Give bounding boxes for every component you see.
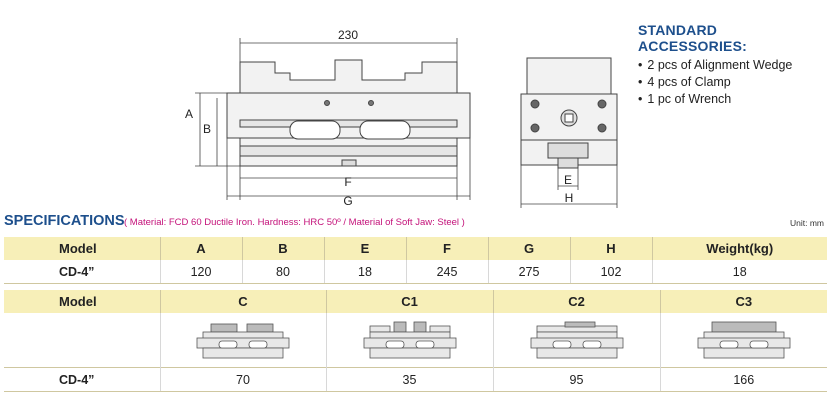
- table-cell: 35: [326, 367, 494, 392]
- dim-230-label: 230: [338, 28, 358, 42]
- table-cell: 245: [406, 260, 489, 284]
- material-note: ( Material: FCD 60 Ductile Iron. Hardnes…: [124, 217, 465, 228]
- accessory-item: 4 pcs of Clamp: [638, 74, 828, 91]
- specifications-header: SPECIFICATIONS ( Material: FCD 60 Ductil…: [4, 213, 828, 233]
- header-cell: C2: [493, 290, 661, 313]
- jaw-config-c2-drawing: [530, 321, 623, 358]
- jaw-config-c1-cell: [326, 313, 494, 368]
- side-view-drawing: [520, 57, 618, 169]
- jaw-config-c3-cell: [660, 313, 827, 368]
- jaw-opening-table: Model C C1 C2 C3: [4, 290, 827, 392]
- header-cell: Weight(kg): [652, 237, 827, 260]
- jaw-config-c-cell: [160, 313, 327, 368]
- jaw-configuration-row: [4, 313, 827, 368]
- table-header-row: Model A B E F G H Weight(kg): [4, 237, 827, 260]
- table-cell: 120: [160, 260, 243, 284]
- table-cell: CD-4”: [4, 367, 161, 392]
- table-cell: 275: [488, 260, 571, 284]
- dim-b-label: B: [203, 122, 211, 136]
- table-row: CD-4” 120 80 18 245 275 102 18: [4, 260, 827, 284]
- jaw-config-c-drawing: [196, 323, 290, 358]
- header-cell: H: [570, 237, 653, 260]
- jaw-config-c1-drawing: [363, 321, 456, 358]
- accessories-list: 2 pcs of Alignment Wedge 4 pcs of Clamp …: [638, 57, 828, 108]
- header-cell: E: [324, 237, 407, 260]
- table-cell: CD-4”: [4, 260, 161, 284]
- header-cell: C: [160, 290, 327, 313]
- dim-e-label: E: [564, 173, 572, 187]
- header-cell: G: [488, 237, 571, 260]
- front-view-drawing: [226, 59, 471, 167]
- dim-f-label: F: [344, 175, 351, 189]
- table-cell: 80: [242, 260, 325, 284]
- dim-g-label: G: [343, 194, 352, 208]
- table-header-row: Model C C1 C2 C3: [4, 290, 827, 313]
- specifications-table: Model A B E F G H Weight(kg) CD-4” 120 8…: [4, 237, 827, 284]
- technical-drawing: 230 A B F G E H: [185, 28, 618, 208]
- accessories-title: STANDARD ACCESSORIES:: [638, 22, 747, 54]
- header-cell: F: [406, 237, 489, 260]
- empty-cell: [4, 313, 161, 368]
- table-cell: 70: [160, 367, 327, 392]
- header-cell: A: [160, 237, 243, 260]
- header-cell: C3: [660, 290, 827, 313]
- header-cell: Model: [4, 237, 161, 260]
- table-cell: 18: [652, 260, 827, 284]
- jaw-config-c3-drawing: [697, 321, 791, 358]
- jaw-config-c2-cell: [493, 313, 661, 368]
- standard-accessories: STANDARD ACCESSORIES: 2 pcs of Alignment…: [638, 22, 828, 108]
- accessory-item: 1 pc of Wrench: [638, 91, 828, 108]
- table-row: CD-4” 70 35 95 166: [4, 367, 827, 392]
- accessory-item: 2 pcs of Alignment Wedge: [638, 57, 828, 74]
- header-cell: C1: [326, 290, 494, 313]
- table-cell: 95: [493, 367, 661, 392]
- specifications-title: SPECIFICATIONS: [4, 213, 125, 229]
- table-cell: 166: [660, 367, 827, 392]
- unit-label: Unit: mm: [790, 218, 824, 228]
- header-cell: Model: [4, 290, 161, 313]
- table-cell: 18: [324, 260, 407, 284]
- dim-h-label: H: [565, 191, 574, 205]
- table-cell: 102: [570, 260, 653, 284]
- dim-a-label: A: [185, 107, 193, 121]
- header-cell: B: [242, 237, 325, 260]
